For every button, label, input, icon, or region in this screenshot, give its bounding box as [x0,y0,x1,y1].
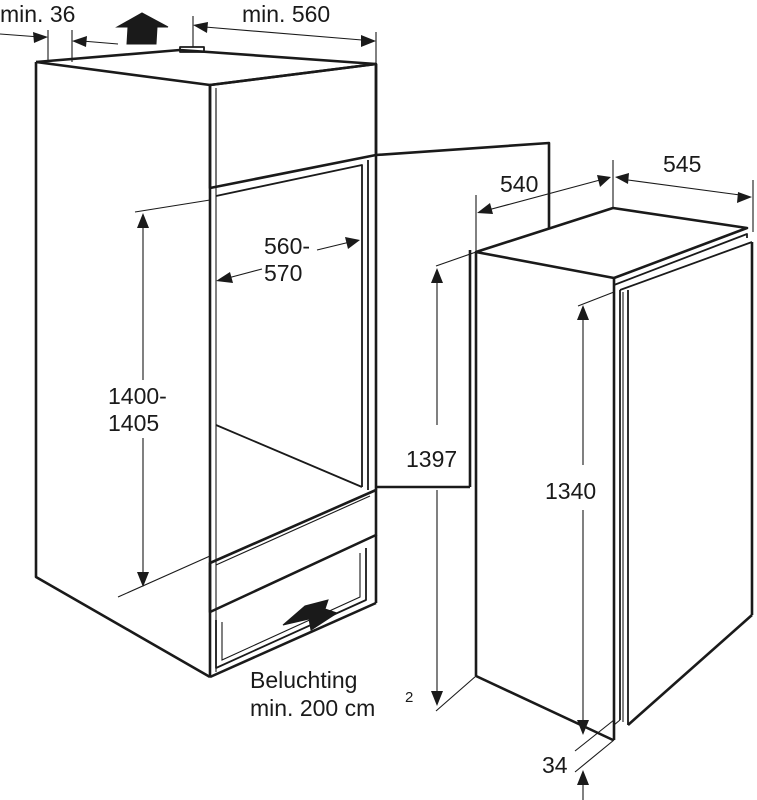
extension-line [134,199,211,213]
ventilation-opening-inner [221,553,361,661]
cabinet-top-back-edge [35,48,377,66]
top-clearance-label: min. 36 [0,1,75,27]
dimension-line [204,26,363,41]
niche-width-label-line1: 560- [264,233,310,259]
niche-floor-line [215,424,363,488]
cabinet-top-front-edge [35,60,377,87]
niche-height-label-line1: 1400- [108,383,167,409]
arrow-head-icon [431,691,443,706]
arrow-head-icon [216,272,233,283]
cabinet-plinth-panel [208,488,378,614]
cabinet-bottom-edge [209,601,377,679]
ventilation-label-line2: min. 200 cm [250,695,375,721]
up-arrow-icon [115,12,169,45]
ventilation-opening [215,548,367,669]
niche-frame-top [215,164,363,487]
arrow-head-icon [577,720,589,735]
ventilation-note: Beluchting min. 200 cm 2 [250,667,413,721]
door-top-lip [613,233,748,286]
appliance-bottom-side [475,674,614,742]
arrow-head-icon [361,35,376,47]
dimension-niche-height: 1400- 1405 [108,199,211,598]
dimension-top-clearance: min. 36 [0,1,119,62]
left-arrow-icon [282,599,339,631]
ventilation-label-superscript: 2 [405,689,413,706]
extension-line [574,739,615,773]
extension-line [435,675,477,712]
dimension-appliance-width: 540 [475,160,614,252]
plinth-top-edge [215,495,371,566]
dimension-door-offset: 34 [542,719,615,800]
dimension-door-height: 1340 [545,291,615,735]
ventilation-label-line1: Beluchting [250,667,357,693]
cabinet-side-panel [34,62,211,679]
door-top-lip-inner [619,241,753,291]
extension-line [577,291,615,307]
arrow-head-icon [193,22,208,33]
cabinet-depth-label: min. 560 [242,1,330,27]
dimension-cabinet-depth: min. 560 [192,1,377,64]
dimension-line [227,268,263,279]
dimension-niche-width: 560- 570 [216,233,360,286]
appliance-top [474,206,749,280]
appliance-drawing [474,206,754,742]
door-bottom-corner [613,719,621,740]
arrow-head-icon [577,305,589,320]
arrow-head-icon [477,203,493,214]
door-offset-label: 34 [542,752,568,778]
door-height-label: 1340 [545,478,596,504]
arrow-head-icon [137,572,149,587]
dimension-line [627,179,741,196]
arrow-head-icon [431,268,443,283]
arrow-head-icon [737,192,752,203]
dimension-line [487,179,601,211]
arrow-head-icon [615,173,629,184]
cabinet-upper-panel [208,62,378,190]
appliance-depth-label: 545 [663,151,701,177]
door-panel-top [375,141,551,228]
arrow-head-icon [72,36,87,47]
niche-height-label-line2: 1405 [108,410,159,436]
door-bottom-edge [627,614,753,726]
cabinet-drawing [34,46,551,679]
arrow-head-icon [597,175,611,187]
extension-line [574,719,615,752]
arrow-head-icon [345,237,360,249]
dimension-line [316,241,351,251]
dimension-line [81,40,119,45]
dimension-line [0,33,41,38]
appliance-height-label: 1397 [406,446,457,472]
extension-line [435,251,477,267]
arrow-head-icon [577,770,589,785]
appliance-width-label: 540 [500,171,538,197]
arrow-head-icon [137,213,149,228]
niche-width-label-line2: 570 [264,260,302,286]
arrow-head-icon [33,32,48,43]
top-vent-slot [179,46,205,53]
extension-line [117,555,211,598]
dimension-appliance-depth: 545 [615,151,754,232]
dimension-appliance-height: 1397 [406,251,477,712]
